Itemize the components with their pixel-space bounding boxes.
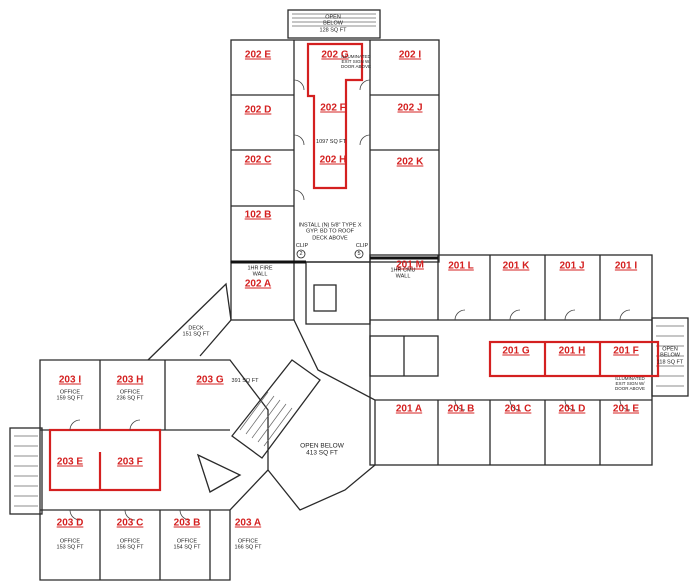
room-label-201-f: 201 F	[613, 345, 639, 357]
office-note-203-i: OFFICE 159 SQ FT	[56, 389, 84, 402]
walls	[9, 9, 689, 581]
room-label-202-c: 202 C	[244, 154, 272, 166]
fire-wall-left-note: 1HR FIRE WALL	[247, 265, 273, 278]
highlighted-rooms	[48, 42, 660, 492]
room-label-201-c: 201 C	[504, 403, 532, 415]
room-label-201-g: 201 G	[502, 345, 530, 357]
room-label-203-a: 203 A	[234, 517, 262, 529]
marker-5: 5	[357, 250, 361, 257]
area-note-202-fh: 1097 SQ FT	[316, 138, 346, 145]
office-note-203-a: OFFICE 166 SQ FT	[234, 538, 262, 551]
stair-hatching	[14, 13, 684, 507]
room-label-202-d: 202 D	[244, 104, 272, 116]
room-label-201-d: 201 D	[558, 403, 586, 415]
clip-left-note: CLIP	[295, 242, 309, 249]
room-label-203-i: 203 I	[58, 374, 82, 386]
room-label-201-m: 201 M	[396, 259, 424, 271]
room-label-202-e: 202 E	[244, 49, 272, 61]
room-202-fgh-outline	[306, 42, 364, 190]
room-label-203-c: 203 C	[116, 517, 144, 529]
room-label-203-b: 203 B	[173, 517, 201, 529]
fire-walls	[231, 256, 438, 264]
room-label-201-a: 201 A	[395, 403, 423, 415]
fire-wall-right-note: 1HR CMU WALL	[390, 267, 416, 280]
room-label-202-g: 202 G	[321, 49, 349, 61]
install-note: INSTALL (N) 5/8" TYPE X GYP. BD TO ROOF …	[298, 222, 362, 242]
east-wing	[369, 254, 653, 466]
room-label-102-b: 102 B	[244, 209, 272, 221]
room-label-201-i: 201 I	[614, 260, 638, 272]
office-note-203-b: OFFICE 154 SQ FT	[173, 538, 201, 551]
room-label-202-i: 202 I	[398, 49, 422, 61]
exit-note-top: ILLUMINATED EXIT SIGN W/ DOOR ABOVE	[340, 54, 372, 70]
room-label-203-e: 203 E	[56, 456, 84, 468]
exit-note-right: ILLUMINATED EXIT SIGN W/ DOOR ABOVE	[614, 376, 646, 392]
room-203-ef-outline	[48, 428, 162, 492]
room-label-203-d: 203 D	[56, 517, 84, 529]
room-label-202-j: 202 J	[397, 102, 423, 114]
deck-note: DECK 151 SQ FT	[182, 325, 210, 338]
room-label-202-h: 202 H	[319, 154, 347, 166]
markers	[296, 249, 364, 259]
marker-2: 2	[299, 250, 303, 257]
west-wing	[39, 359, 269, 581]
room-201-ghf-outline	[488, 340, 660, 378]
room-label-203-f: 203 F	[117, 456, 143, 468]
office-note-203-h: OFFICE 236 SQ FT	[116, 389, 144, 402]
door-swings	[69, 79, 631, 521]
open-below-right-note: OPEN BELOW 118 SQ FT	[656, 346, 684, 366]
room-label-202-a: 202 A	[244, 278, 272, 290]
room-label-201-h: 201 H	[558, 345, 586, 357]
room-label-201-l: 201 L	[448, 260, 474, 272]
open-below-center-note: OPEN BELOW 413 SQ FT	[300, 442, 344, 457]
clip-right-note: CLIP	[355, 242, 369, 249]
room-label-201-k: 201 K	[502, 260, 530, 272]
office-note-203-d: OFFICE 153 SQ FT	[56, 538, 84, 551]
room-label-201-b: 201 B	[447, 403, 475, 415]
room-label-203-h: 203 H	[116, 374, 144, 386]
room-label-202-k: 202 K	[396, 156, 424, 168]
area-note-203-g: 391 SQ FT	[231, 377, 259, 384]
room-label-202-f: 202 F	[320, 102, 346, 114]
room-label-203-g: 203 G	[196, 374, 224, 386]
room-label-201-e: 201 E	[612, 403, 640, 415]
room-label-201-j: 201 J	[559, 260, 585, 272]
office-note-203-c: OFFICE 156 SQ FT	[116, 538, 144, 551]
open-below-top-note: OPEN BELOW 128 SQ FT	[319, 14, 347, 34]
open-below-top-box	[287, 9, 381, 39]
